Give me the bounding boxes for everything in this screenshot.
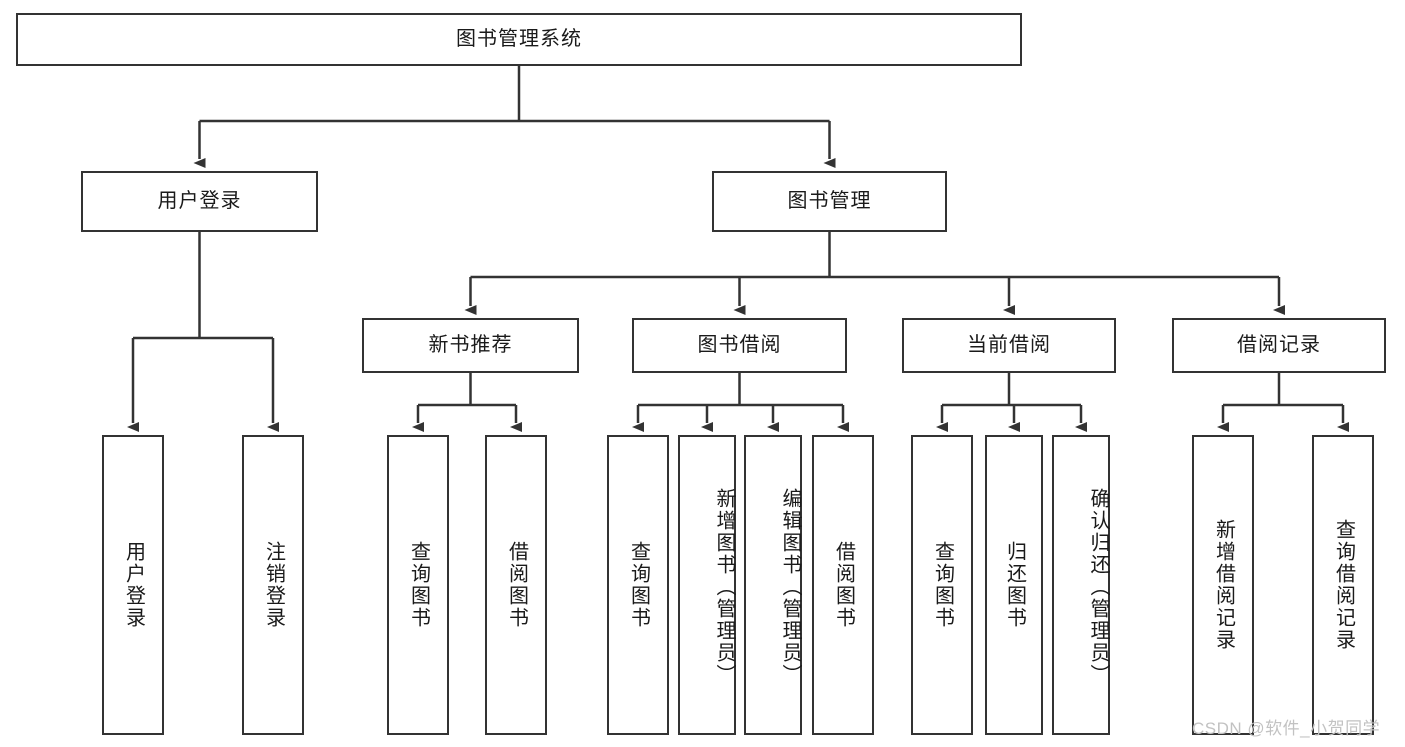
node-label: 查询图书 [931,541,954,629]
node-label: 新增借阅记录 [1212,519,1235,651]
node-newbook[interactable]: 新书推荐 [362,318,579,373]
node-n_query[interactable]: 查询图书 [387,435,449,735]
node-label: 新书推荐 [428,334,513,356]
node-label: 用户登录 [157,190,242,212]
node-records[interactable]: 借阅记录 [1172,318,1386,373]
node-current[interactable]: 当前借阅 [902,318,1116,373]
node-b_lend[interactable]: 借阅图书 [812,435,874,735]
node-borrow[interactable]: 图书借阅 [632,318,847,373]
node-r_add[interactable]: 新增借阅记录 [1192,435,1254,735]
node-label: 查询图书 [627,541,650,629]
node-label: 注销登录 [262,541,285,629]
node-label: 图书借阅 [697,334,782,356]
node-b_edit[interactable]: 编辑图书（管理员） [744,435,802,735]
node-r_query[interactable]: 查询借阅记录 [1312,435,1374,735]
node-label: 归还图书 [1003,541,1026,629]
node-label: 图书管理系统 [456,28,582,50]
node-label: 借阅记录 [1237,334,1321,356]
node-n_borrow[interactable]: 借阅图书 [485,435,547,735]
node-bookmgmt[interactable]: 图书管理 [712,171,947,232]
node-label: 当前借阅 [967,334,1051,356]
node-label: 用户登录 [122,541,145,629]
node-b_add[interactable]: 新增图书（管理员） [678,435,736,735]
node-label: 借阅图书 [505,541,528,629]
node-label: 借阅图书 [832,541,855,629]
node-c_query[interactable]: 查询图书 [911,435,973,735]
node-label: 新增图书（管理员） [713,488,735,686]
node-l_logout[interactable]: 注销登录 [242,435,304,735]
watermark-text: CSDN @软件_小贺同学 [1192,719,1381,738]
node-label: 确认归还（管理员） [1087,488,1109,686]
node-label: 查询图书 [407,541,430,629]
node-label: 图书管理 [787,190,872,212]
node-b_query[interactable]: 查询图书 [607,435,669,735]
node-root[interactable]: 图书管理系统 [16,13,1022,66]
node-c_confirm[interactable]: 确认归还（管理员） [1052,435,1110,735]
node-login[interactable]: 用户登录 [81,171,318,232]
node-c_return[interactable]: 归还图书 [985,435,1043,735]
node-label: 查询借阅记录 [1332,519,1355,651]
node-label: 编辑图书（管理员） [779,488,801,686]
node-l_login[interactable]: 用户登录 [102,435,164,735]
